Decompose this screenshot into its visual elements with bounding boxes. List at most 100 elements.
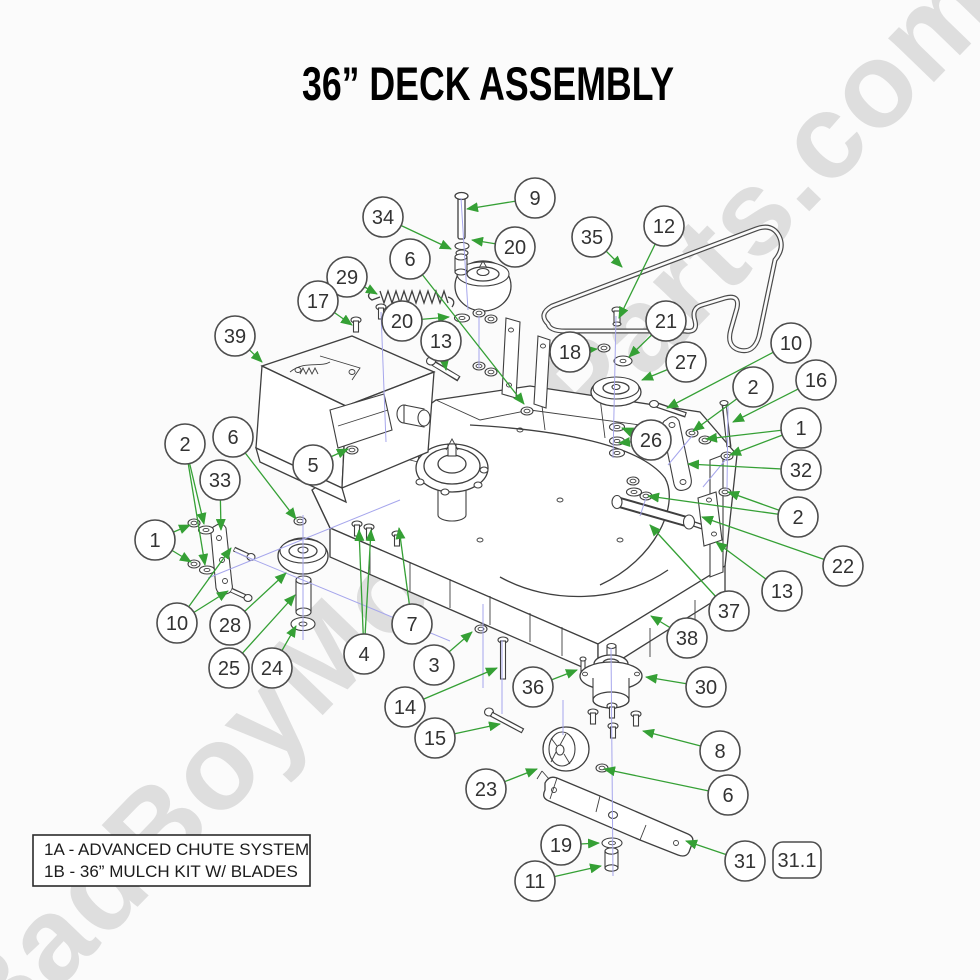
balloon-label-20: 20 — [391, 311, 413, 333]
balloon-34 — [362, 196, 404, 238]
nut-icon — [626, 476, 640, 486]
anti-scalp-wheel — [542, 726, 609, 773]
deck-hardware-cluster — [474, 624, 587, 734]
balloon-20 — [381, 300, 423, 342]
balloon-label-34: 34 — [372, 207, 394, 229]
balloon-label-5: 5 — [307, 455, 318, 477]
balloon-label-28: 28 — [219, 615, 241, 637]
rod-16 — [719, 399, 729, 407]
washer-icon — [608, 448, 626, 458]
balloon-label-7: 7 — [406, 614, 417, 636]
bolt-10-target — [648, 399, 660, 409]
legend-line-2: 1B - 36” MULCH KIT W/ BLADES — [44, 862, 298, 881]
balloon-label-16: 16 — [805, 370, 827, 392]
balloon-label-24: 24 — [261, 658, 283, 680]
balloon-label-30: 30 — [695, 677, 717, 699]
balloon-label-39: 39 — [224, 326, 246, 348]
balloon-18 — [549, 331, 591, 373]
balloon-1 — [134, 519, 176, 561]
leader-line-22 — [701, 515, 844, 567]
balloon-label-22: 22 — [832, 556, 854, 578]
washer-icon — [198, 565, 216, 575]
deck-spindle-pulley — [415, 438, 489, 522]
balloon-label-15: 15 — [424, 728, 446, 750]
bolt-8 — [587, 708, 599, 725]
washer-icon — [625, 487, 643, 497]
balloon-label-6: 6 — [227, 427, 238, 449]
leader-line-6 — [603, 766, 729, 796]
balloon-2 — [164, 423, 206, 465]
nut-18 — [597, 343, 611, 353]
balloon-label-17: 17 — [307, 291, 329, 313]
balloon-label-25: 25 — [218, 658, 240, 680]
balloon-36 — [512, 666, 554, 708]
balloon-33 — [199, 459, 241, 501]
leader-line-10 — [666, 342, 792, 409]
balloon-2 — [777, 496, 819, 538]
balloon-label-1: 1 — [795, 418, 806, 440]
balloon-label-27: 27 — [675, 352, 697, 374]
balloon-15 — [414, 717, 456, 759]
balloon-label-2: 2 — [179, 434, 190, 456]
balloon-21 — [645, 300, 687, 342]
balloon-label-9: 9 — [529, 188, 540, 210]
right-pulley-stack — [590, 306, 642, 458]
page-title: 36” DECK ASSEMBLY — [302, 57, 674, 110]
nut-icon — [484, 367, 498, 377]
balloon-37 — [708, 590, 750, 632]
washer-icon — [608, 436, 626, 446]
balloon-11 — [514, 860, 556, 902]
balloon-label-26: 26 — [640, 430, 662, 452]
balloon-24 — [251, 647, 293, 689]
balloon-label-37: 37 — [718, 601, 740, 623]
balloon-label-20: 20 — [504, 237, 526, 259]
balloon-9 — [514, 177, 556, 219]
balloon-16 — [795, 359, 837, 401]
balloon-label-12: 12 — [653, 216, 675, 238]
chute-bracket — [329, 393, 393, 449]
balloon-5 — [292, 444, 334, 486]
washer-icon — [197, 525, 215, 535]
nut-6-lower — [595, 763, 609, 773]
balloon-label-2: 2 — [747, 377, 758, 399]
balloon-label-2: 2 — [792, 507, 803, 529]
balloon-label-33: 33 — [209, 470, 231, 492]
balloon-1 — [780, 407, 822, 449]
balloon-label-31.1: 31.1 — [778, 850, 817, 872]
nut-icon — [520, 406, 534, 416]
balloon-26 — [630, 419, 672, 461]
balloon-6 — [707, 774, 749, 816]
balloon-label-36: 36 — [522, 677, 544, 699]
balloon-6 — [212, 416, 254, 458]
balloon-label-38: 38 — [676, 628, 698, 650]
balloon-label-4: 4 — [358, 644, 369, 666]
axle-assembly — [611, 491, 723, 547]
leader-line-2 — [647, 492, 799, 518]
balloon-label-32: 32 — [790, 460, 812, 482]
balloon-label-8: 8 — [714, 741, 725, 763]
balloon-27 — [665, 341, 707, 383]
screw-17 — [350, 316, 362, 333]
balloon-35 — [571, 216, 613, 258]
balloon-4 — [343, 633, 385, 675]
balloon-8 — [699, 730, 741, 772]
balloon-22 — [822, 545, 864, 587]
washer-21 — [613, 355, 633, 367]
leader-line-6 — [409, 258, 525, 405]
balloon-label-29: 29 — [336, 267, 358, 289]
nut-icon — [484, 314, 498, 324]
balloon-label-18: 18 — [559, 342, 581, 364]
nut-icon — [472, 308, 486, 318]
balloon-label-6: 6 — [722, 785, 733, 807]
balloon-7 — [391, 603, 433, 645]
bolt-8 — [607, 722, 619, 739]
balloon-label-19: 19 — [550, 835, 572, 857]
balloon-38 — [666, 617, 708, 659]
washer-19 — [601, 837, 623, 849]
balloon-19 — [540, 824, 582, 866]
balloon-label-6: 6 — [404, 249, 415, 271]
balloon-label-21: 21 — [655, 311, 677, 333]
